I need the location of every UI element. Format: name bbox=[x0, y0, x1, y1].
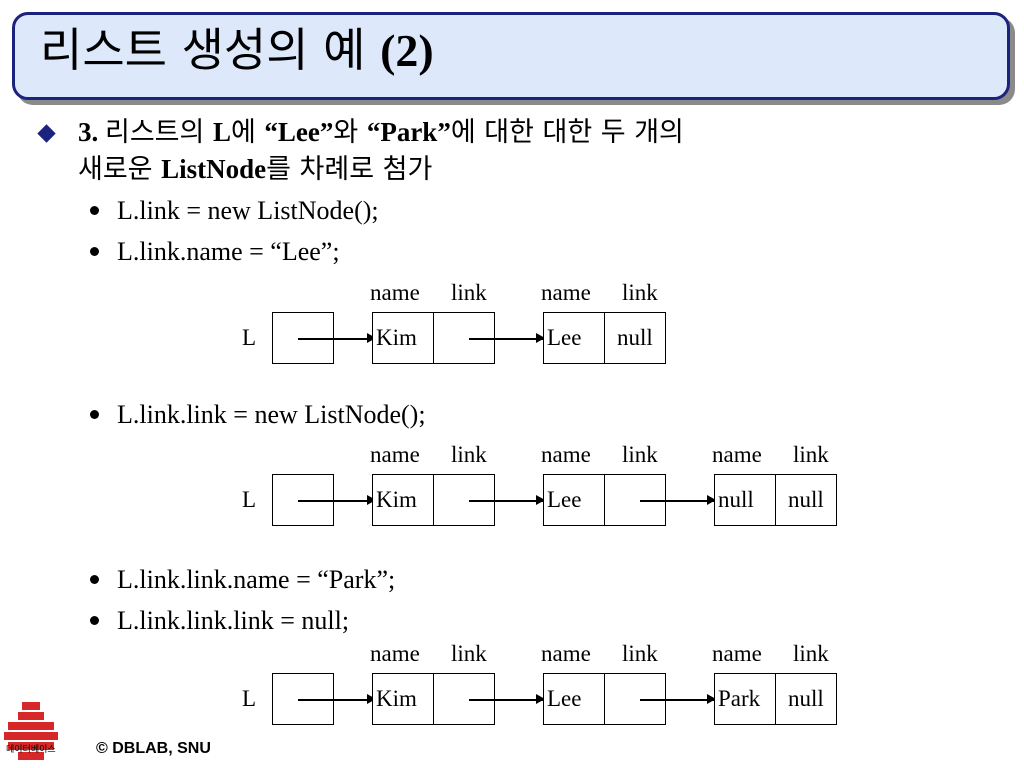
node-link-value: null bbox=[617, 325, 653, 350]
node-link-value: null bbox=[788, 686, 824, 711]
link-header: link bbox=[451, 641, 487, 666]
pointer-arrow bbox=[640, 496, 716, 504]
link-header: link bbox=[793, 641, 829, 666]
node-name-cell bbox=[372, 474, 434, 526]
slide-title: 리스트 생성의 예 (2) bbox=[40, 22, 434, 79]
name-header: name bbox=[370, 442, 420, 467]
node-name-value: Lee bbox=[547, 686, 582, 711]
pointer-arrow bbox=[469, 334, 545, 342]
bullet-5: L.link.link.link = null; bbox=[117, 606, 350, 635]
node-link-cell bbox=[775, 673, 837, 725]
node-name-cell bbox=[372, 312, 434, 364]
bullet-2: L.link.name = “Lee”; bbox=[117, 237, 340, 266]
heading-segment: “Park” bbox=[366, 117, 451, 147]
heading-segment: ListNode bbox=[161, 154, 267, 184]
node-name-cell bbox=[543, 474, 605, 526]
link-header: link bbox=[793, 442, 829, 467]
heading-segment: 새로운 bbox=[78, 154, 162, 185]
heading-segment: “Lee” bbox=[264, 117, 334, 147]
pointer-arrow bbox=[298, 334, 376, 342]
bullet-dot-icon bbox=[90, 410, 99, 419]
link-header: link bbox=[622, 641, 658, 666]
node-link-cell bbox=[604, 673, 666, 725]
variable-label: L bbox=[242, 325, 257, 350]
link-header: link bbox=[451, 280, 487, 305]
node-link-cell bbox=[775, 474, 837, 526]
title-text: 리스트 생성의 예 bbox=[40, 23, 381, 77]
node-link-value: null bbox=[788, 487, 824, 512]
bullet-4: L.link.link.name = “Park”; bbox=[117, 565, 396, 594]
pointer-arrow bbox=[298, 695, 376, 703]
name-header: name bbox=[712, 641, 762, 666]
pointer-arrow bbox=[640, 695, 716, 703]
logo-caption: 데이터베이스 bbox=[6, 745, 56, 755]
diamond-bullet-icon bbox=[37, 124, 56, 143]
dblab-logo-icon bbox=[0, 700, 78, 768]
heading-segment: 3. bbox=[78, 117, 105, 147]
node-name-value: Kim bbox=[376, 686, 417, 711]
name-header: name bbox=[541, 442, 591, 467]
bullet-dot-icon bbox=[90, 247, 99, 256]
footer-copyright: © DBLAB, SNU bbox=[96, 740, 211, 757]
node-name-value: Kim bbox=[376, 487, 417, 512]
heading-segment: 와 bbox=[333, 117, 367, 148]
heading-line-1: 3. 리스트의 L에 “Lee”와 “Park”에 대한 대한 두 개의 bbox=[78, 114, 684, 151]
node-name-cell bbox=[372, 673, 434, 725]
name-header: name bbox=[541, 280, 591, 305]
node-name-value: Lee bbox=[547, 325, 582, 350]
pointer-arrow bbox=[469, 496, 545, 504]
node-name-value: null bbox=[718, 487, 754, 512]
bullet-dot-icon bbox=[90, 616, 99, 625]
bullet-3: L.link.link = new ListNode(); bbox=[117, 400, 426, 429]
node-name-value: Park bbox=[718, 686, 761, 711]
title-box bbox=[12, 12, 1010, 100]
pointer-arrow bbox=[469, 695, 545, 703]
pointer-arrow bbox=[298, 496, 376, 504]
name-header: name bbox=[712, 442, 762, 467]
heading-segment: 에 bbox=[230, 117, 265, 148]
heading-segment: 에 대한 대한 두 개의 bbox=[450, 117, 684, 148]
node-name-value: Kim bbox=[376, 325, 417, 350]
name-header: name bbox=[370, 280, 420, 305]
heading-segment: L bbox=[212, 117, 231, 147]
node-link-cell bbox=[604, 312, 666, 364]
node-name-cell bbox=[714, 673, 776, 725]
heading-segment: 리스트의 bbox=[105, 117, 213, 148]
bullet-dot-icon bbox=[90, 575, 99, 584]
bullet-1: L.link = new ListNode(); bbox=[117, 196, 379, 225]
link-header: link bbox=[451, 442, 487, 467]
link-header: link bbox=[622, 442, 658, 467]
bullet-dot-icon bbox=[90, 206, 99, 215]
heading-line-2: 새로운 ListNode를 차례로 첨가 bbox=[78, 151, 684, 188]
link-header: link bbox=[622, 280, 658, 305]
name-header: name bbox=[370, 641, 420, 666]
variable-label: L bbox=[242, 487, 257, 512]
main-bullet-text: 3. 리스트의 L에 “Lee”와 “Park”에 대한 대한 두 개의 새로운… bbox=[78, 114, 684, 188]
name-header: name bbox=[541, 641, 591, 666]
title-number: (2) bbox=[380, 25, 434, 76]
variable-label: L bbox=[242, 686, 257, 711]
node-name-value: Lee bbox=[547, 487, 582, 512]
heading-segment: 를 차례로 첨가 bbox=[266, 154, 433, 185]
